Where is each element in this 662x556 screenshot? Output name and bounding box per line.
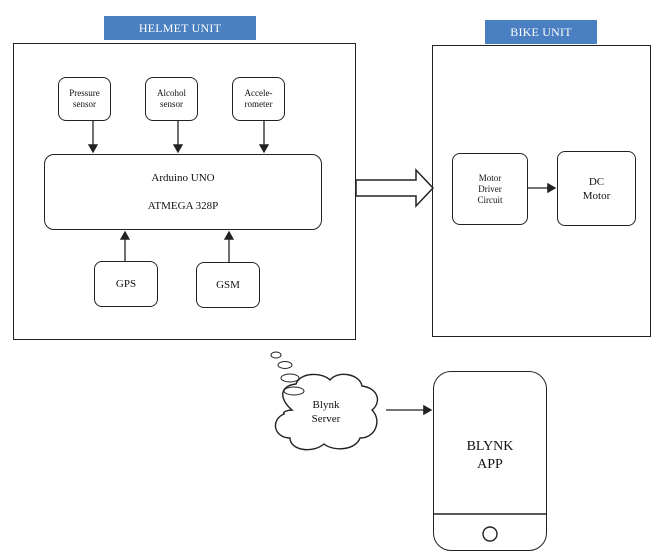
pressure-sensor-box: Pressure sensor — [58, 77, 111, 121]
gsm-label: GSM — [216, 279, 240, 291]
driver-line3: Circuit — [477, 194, 503, 205]
accelerometer-line2: rometer — [244, 99, 273, 109]
app-line2: APP — [477, 457, 503, 472]
home-button-icon — [482, 526, 498, 542]
cloud-line1: Blynk — [312, 399, 340, 411]
accelerometer-line1: Accele- — [244, 88, 273, 98]
arduino-controller-box: Arduino UNO ATMEGA 328P — [44, 154, 322, 230]
helmet-unit-title: HELMET UNIT — [104, 16, 256, 40]
gsm-module-box: GSM — [196, 262, 260, 308]
driver-line1: Motor — [478, 172, 502, 183]
cloud-label: Blynk Server — [296, 398, 356, 426]
thought-bubble-4-icon — [283, 386, 305, 396]
phone-app-box: BLYNK APP — [433, 371, 547, 551]
motor-driver-box: Motor Driver Circuit — [452, 153, 528, 225]
thought-bubble-1-icon — [270, 351, 282, 359]
bike-unit-title: BIKE UNIT — [485, 20, 597, 44]
motor-line1: DC — [588, 175, 605, 188]
controller-line2: ATMEGA 328P — [147, 200, 219, 212]
block-arrow-helmet-to-bike-icon — [355, 168, 435, 208]
accelerometer-box: Accele- rometer — [232, 77, 285, 121]
thought-bubble-2-icon — [277, 361, 293, 369]
cloud-line2: Server — [311, 413, 341, 425]
gps-label: GPS — [115, 278, 137, 290]
alcohol-sensor-line1: Alcohol — [157, 88, 186, 98]
app-line1: BLYNK — [466, 439, 514, 454]
controller-line1: Arduino UNO — [151, 172, 215, 184]
driver-line2: Driver — [478, 183, 502, 194]
alcohol-sensor-box: Alcohol sensor — [145, 77, 198, 121]
pressure-sensor-line2: sensor — [73, 99, 96, 109]
motor-line2: Motor — [582, 189, 611, 202]
gps-module-box: GPS — [94, 261, 158, 307]
thought-bubble-3-icon — [280, 373, 300, 383]
pressure-sensor-line1: Pressure — [69, 88, 100, 98]
dc-motor-box: DC Motor — [557, 151, 636, 226]
alcohol-sensor-line2: sensor — [160, 99, 183, 109]
